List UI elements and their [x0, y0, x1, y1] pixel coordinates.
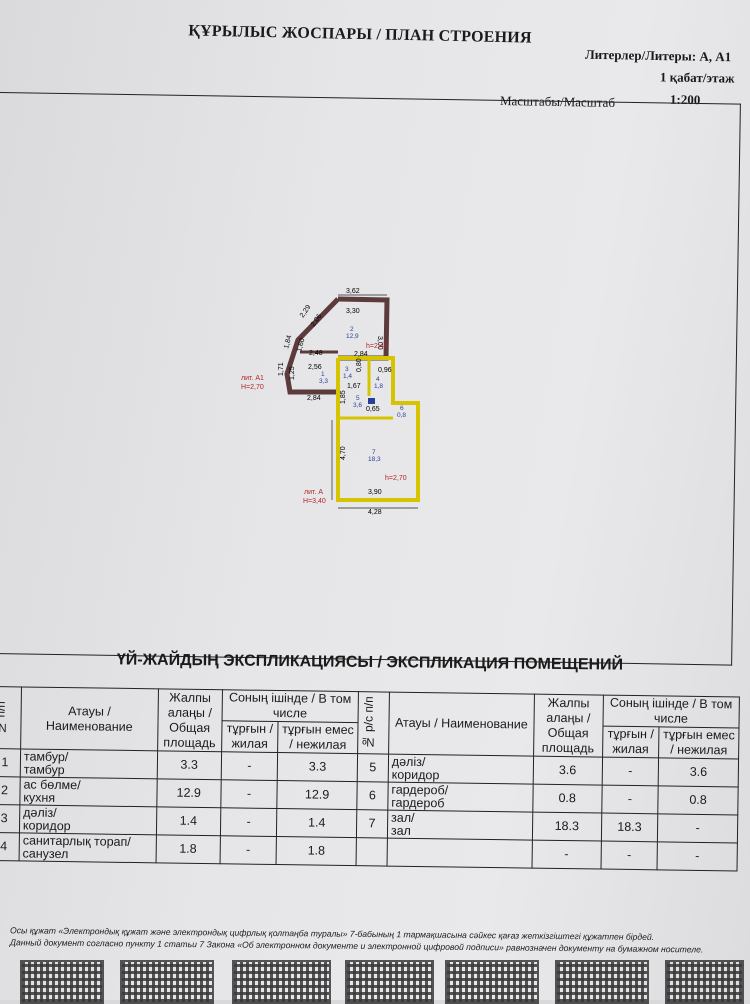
dim-corr-h: 0,96: [378, 367, 392, 374]
col-no: № п/п: [0, 686, 22, 749]
dim-left-small: 1,71: [278, 362, 285, 376]
qr-code-1: [20, 960, 104, 1004]
room5-area: 3,6: [353, 402, 362, 409]
room7-area: 18,3: [368, 456, 381, 463]
room7-no: 7: [372, 449, 376, 456]
lit-a1-height: Н=2,70: [241, 384, 264, 391]
col-nonliving-r: тұрғын емес / нежилая: [658, 726, 739, 759]
dim-bath-w: 0,80: [356, 358, 363, 372]
dim-left-small2: 1,25: [289, 366, 296, 380]
dim-hall-w: 3,90: [368, 489, 382, 496]
room6-no: 6: [400, 405, 404, 412]
room3-area: 1,4: [343, 373, 352, 380]
qr-code-3: [232, 960, 331, 1004]
qr-code-5: [445, 960, 539, 1004]
col-total-r: Жалпы алаңы / Общая площадь: [533, 694, 604, 758]
col-no-r: № р/с п/п: [357, 691, 390, 755]
dim-top-outer: 3,62: [346, 288, 360, 295]
dim-corr5-h: 1,85: [340, 390, 347, 404]
qr-code-4: [345, 960, 434, 1004]
col-including: Соның ішінде / В том числе: [221, 689, 359, 723]
lit-a-height: Н=3,40: [303, 498, 326, 505]
dim-mid-b: 2,84: [354, 351, 368, 358]
dim-bottom-a1: 2,84: [307, 395, 321, 402]
room2-no: 2: [350, 326, 354, 333]
height-hall: h=2,70: [385, 475, 407, 482]
room4-no: 4: [376, 376, 380, 383]
dim-left-inner: 1,60: [296, 337, 306, 352]
room1-no: 1: [321, 371, 325, 378]
dim-corr-w: 1,67: [347, 383, 361, 390]
plan-dimension-lines: [331, 294, 418, 509]
room4-area: 1,8: [374, 383, 383, 390]
dim-left-outer: 1,84: [283, 334, 293, 349]
wardrobe-marker: [368, 398, 375, 404]
legal-footer: Осы құжат «Электрондық құжат және электр…: [10, 924, 730, 956]
room5-no: 5: [356, 395, 360, 402]
qr-code-2: [120, 960, 214, 1004]
col-name: Атауы / Наименование: [20, 686, 159, 751]
explication-table: № п/п Атауы / Наименование Жалпы алаңы /…: [0, 686, 740, 871]
col-nonliving: тұрғын емес / нежилая: [277, 721, 358, 754]
qr-code-6: [555, 960, 649, 1004]
lit-a-name: лит. А: [304, 489, 323, 496]
dim-bottom-outer: 4,28: [368, 509, 382, 516]
floor-plan: 3,62 3,30 3,00 2,29 2,06 1,84 1,60 2,48 …: [241, 288, 420, 516]
lit-a1-name: лит. А1: [241, 375, 264, 382]
dim-wardrobe: 0,65: [366, 406, 380, 413]
room2-area: 12,9: [346, 333, 359, 340]
col-living-r: тұрғын / жилая: [602, 726, 660, 758]
dim-mid-c: 2,56: [308, 364, 322, 371]
lit-a-walls: [336, 356, 420, 502]
explication-rows: 1 тамбур/тамбур 3.3 - 3.3 5 дәліз/коридо…: [0, 748, 739, 871]
dim-mid-a: 2,48: [309, 350, 323, 357]
dim-hall-h: 4,70: [340, 446, 347, 460]
dim-diag-outer: 2,29: [299, 304, 313, 319]
room3-no: 3: [345, 366, 349, 373]
col-including-r: Соның ішінде / В том числе: [602, 695, 740, 728]
dim-top-inner: 3,30: [346, 308, 360, 315]
room6-area: 0,8: [397, 412, 406, 419]
col-name-r: Атауы / Наименование: [388, 692, 535, 757]
height-upper: h=2,40: [366, 343, 388, 350]
col-total: Жалпы алаңы / Общая площадь: [157, 688, 223, 752]
room1-area: 3,3: [319, 378, 328, 385]
dim-right-upper: 3,00: [376, 336, 383, 350]
qr-code-7: [665, 960, 744, 1004]
col-living: тұрғын / жилая: [221, 720, 279, 753]
